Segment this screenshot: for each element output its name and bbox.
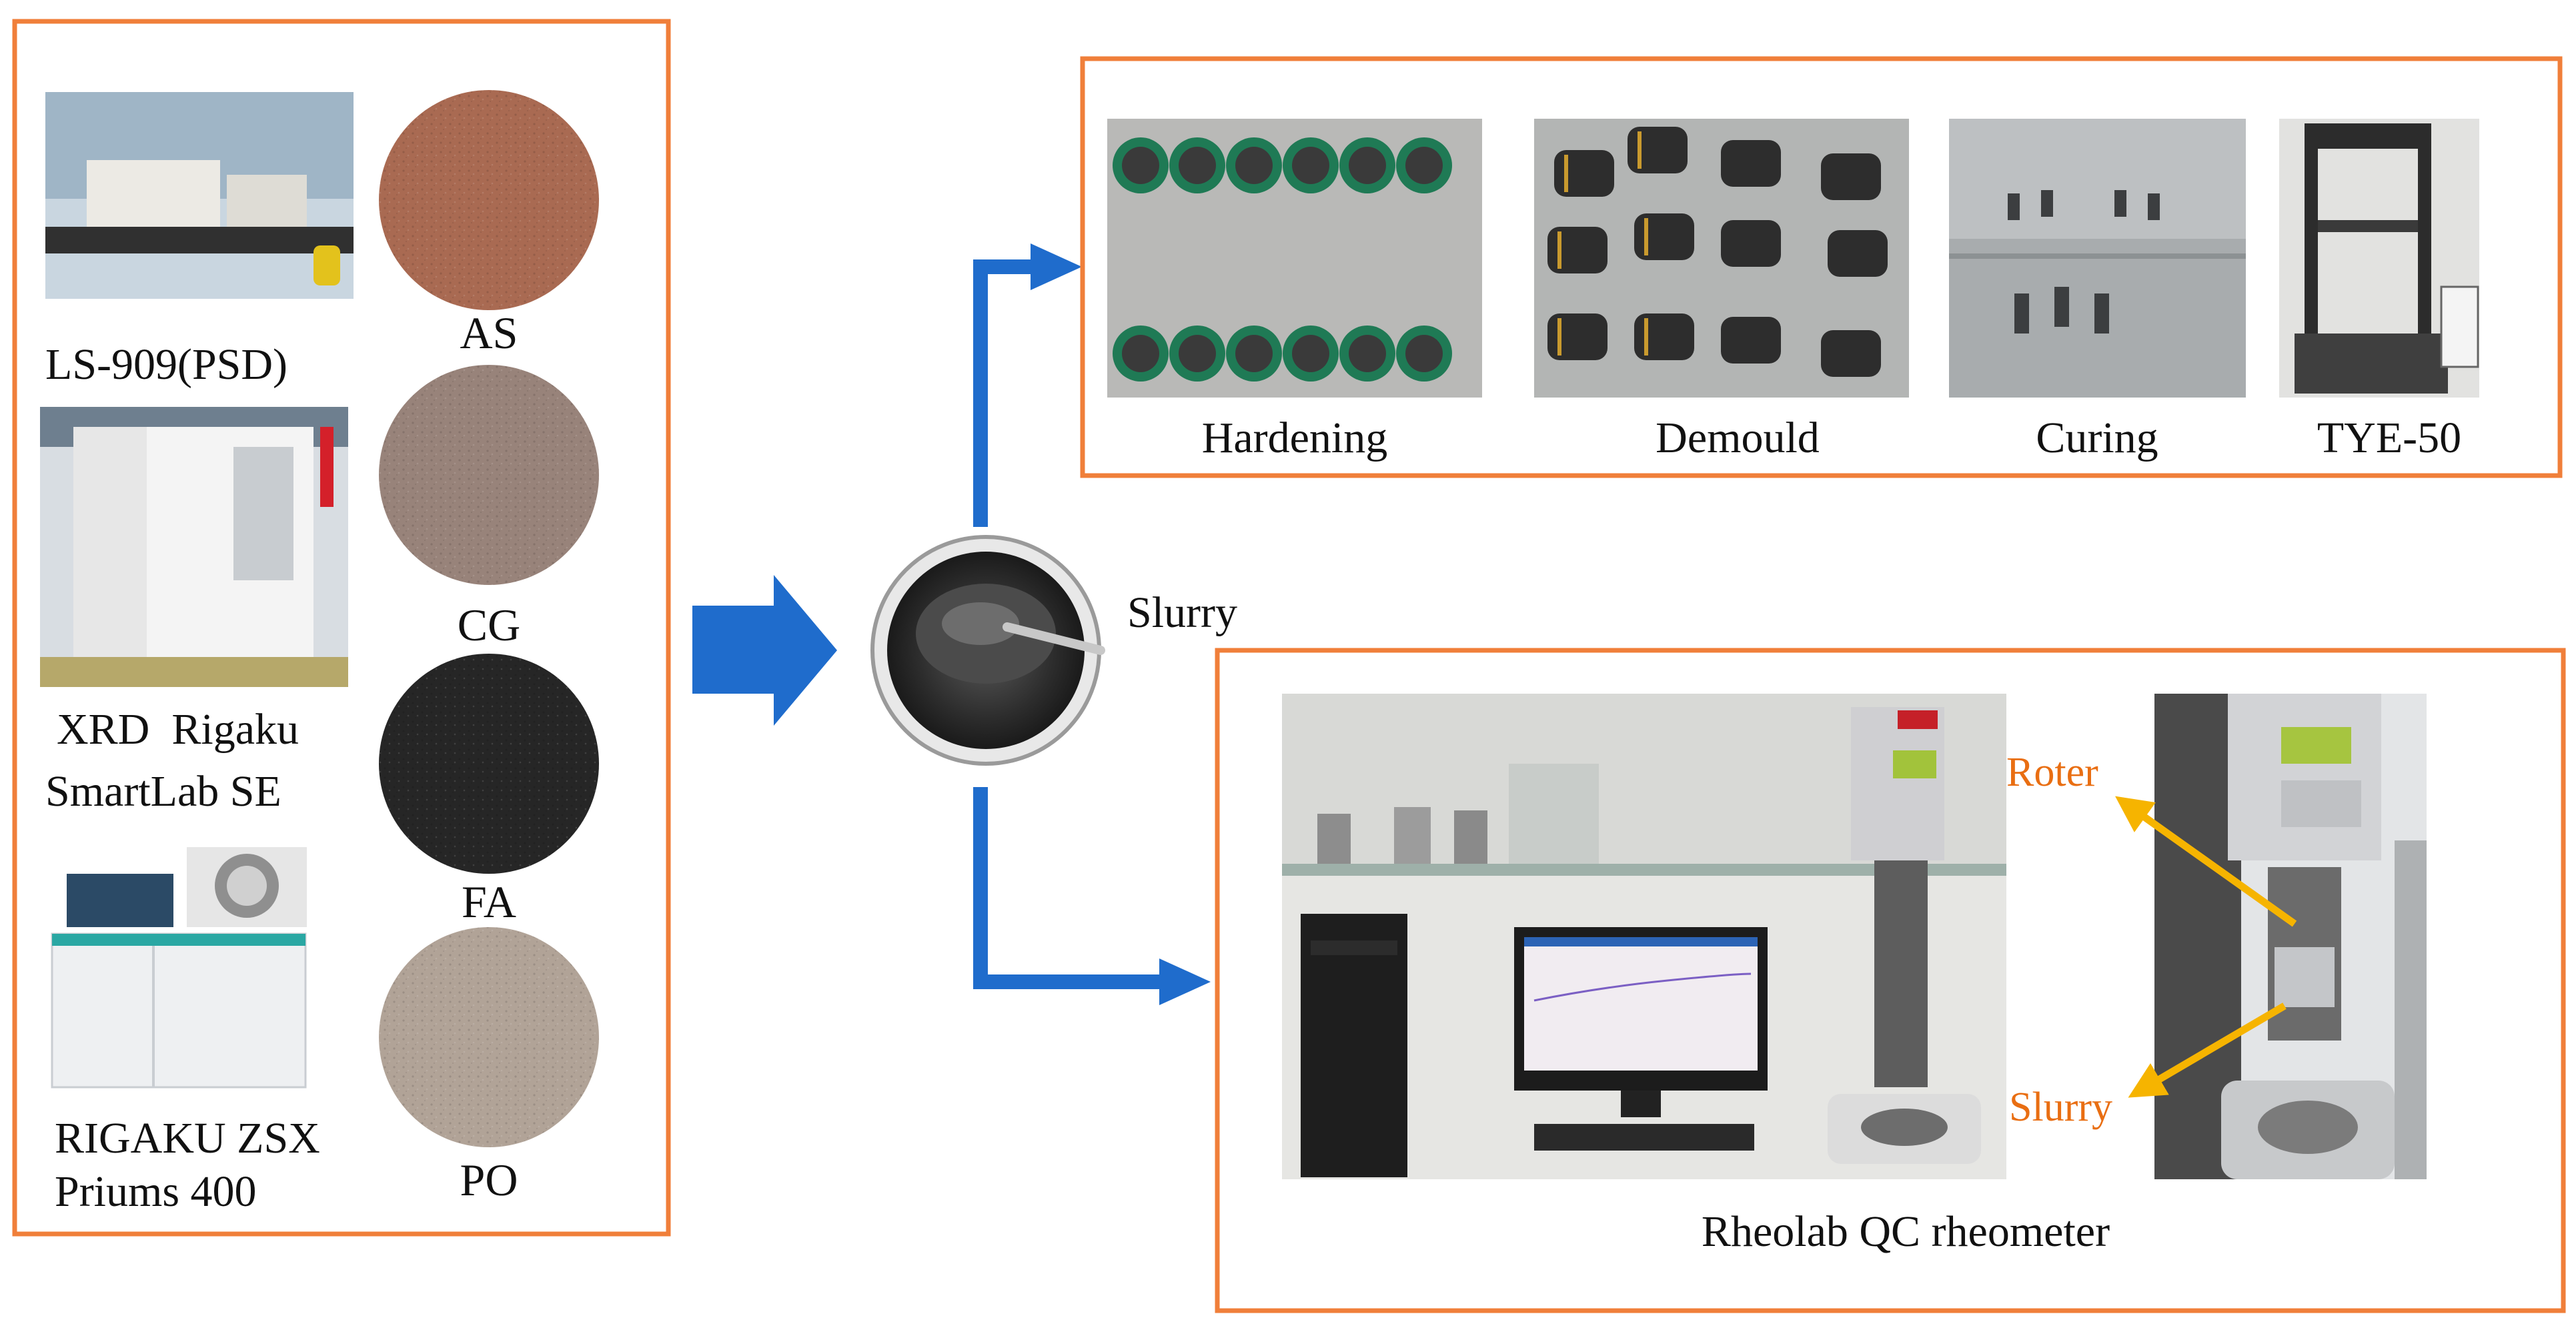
instrument-label: SmartLab SE bbox=[45, 767, 281, 816]
flow-arrow bbox=[692, 575, 837, 726]
connector-to-forming bbox=[973, 259, 1037, 527]
xrf-photo bbox=[51, 844, 319, 1097]
material-label: PO bbox=[460, 1155, 518, 1205]
roter-label: Roter bbox=[2006, 750, 2098, 795]
curing-photo bbox=[1949, 119, 2246, 398]
instrument-label: Priums 400 bbox=[55, 1167, 257, 1216]
xrd-photo bbox=[40, 407, 348, 687]
material-swatch bbox=[379, 365, 599, 585]
slurry-annotation-label: Slurry bbox=[2009, 1085, 2112, 1130]
material-swatch bbox=[379, 654, 599, 874]
rheometer-panel-frame bbox=[1215, 648, 2566, 1313]
left-panel-frame bbox=[12, 19, 671, 1237]
step-label: Hardening bbox=[1202, 414, 1388, 462]
tye50-photo bbox=[2279, 119, 2479, 398]
hardening-photo bbox=[1107, 119, 1482, 398]
forming-panel-frame bbox=[1080, 56, 2563, 478]
slurry-bowl-photo bbox=[870, 535, 1105, 766]
material-label: FA bbox=[462, 876, 516, 927]
step-label: Curing bbox=[2036, 414, 2158, 462]
rheometer-caption: Rheolab QC rheometer bbox=[1702, 1207, 2110, 1256]
material-swatch bbox=[379, 927, 599, 1147]
psd-analyzer-photo bbox=[45, 92, 354, 299]
step-label: Demould bbox=[1656, 414, 1820, 462]
material-label: AS bbox=[460, 307, 518, 358]
arrowhead-to-rheometer bbox=[1159, 958, 1211, 1005]
roter-pointer-arrow bbox=[2115, 796, 2297, 927]
material-swatch bbox=[379, 90, 599, 310]
arrowhead-to-forming bbox=[1031, 243, 1082, 290]
slurry-pointer-arrow bbox=[2128, 1003, 2287, 1098]
connector-to-rheometer bbox=[973, 787, 1161, 989]
rheometer-setup-photo bbox=[1282, 694, 2006, 1179]
demould-photo bbox=[1534, 119, 1909, 398]
instrument-label: LS-909(PSD) bbox=[45, 340, 287, 389]
step-label: TYE-50 bbox=[2317, 414, 2461, 462]
rheometer-closeup-photo bbox=[2154, 694, 2427, 1179]
instrument-label: XRD Rigaku bbox=[57, 705, 299, 754]
instrument-label: RIGAKU ZSX bbox=[55, 1114, 320, 1163]
slurry-label: Slurry bbox=[1127, 588, 1237, 637]
material-label: CG bbox=[458, 600, 520, 650]
